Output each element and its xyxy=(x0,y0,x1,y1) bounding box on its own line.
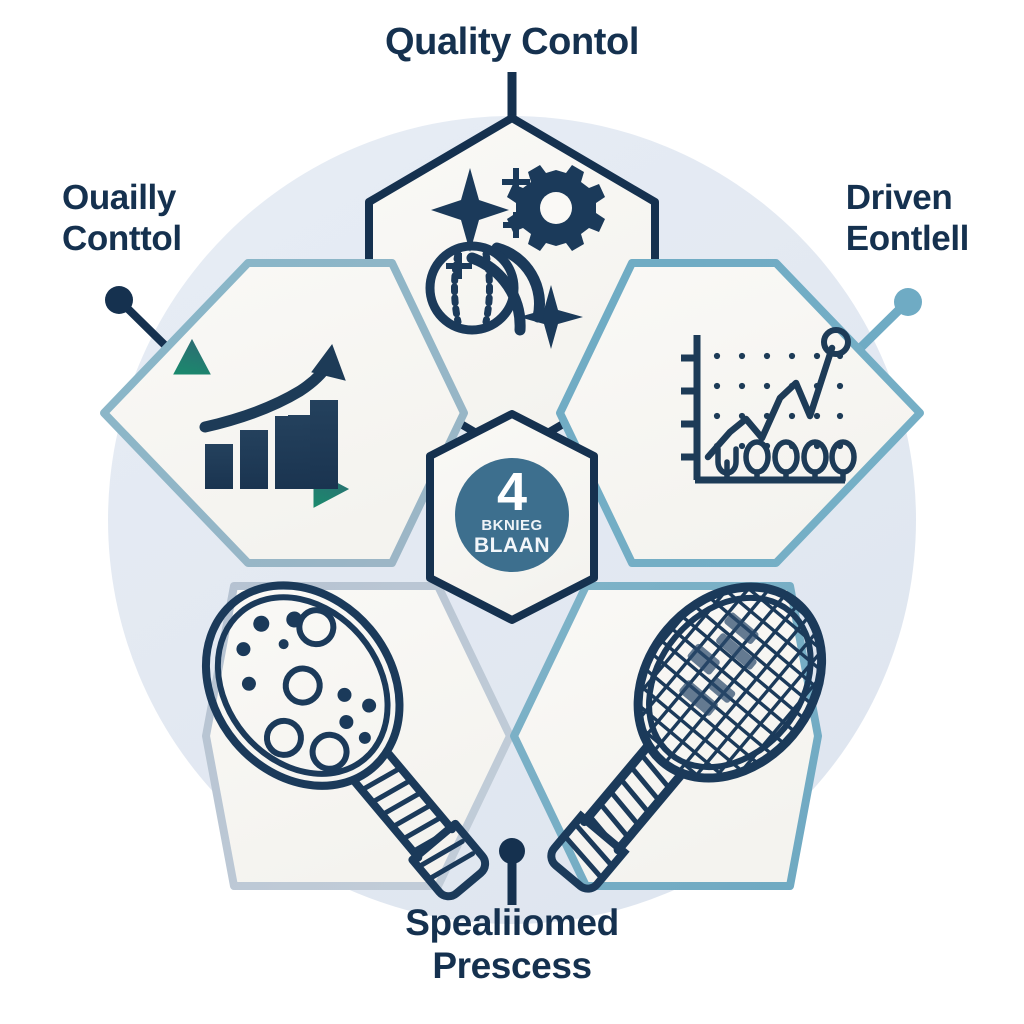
line-chart-dotted-grid-icon xyxy=(681,327,857,484)
sparkle-gear-ball-icon xyxy=(425,165,605,349)
hexagon-right[interactable] xyxy=(556,259,924,567)
label-driven-eontlell: Driven Eontlell xyxy=(845,178,970,258)
connector-bottom xyxy=(499,838,525,905)
label-ouailly-conttol: Ouailly Conttol xyxy=(62,178,182,258)
label-quality-contol: Quality Contol xyxy=(384,21,640,63)
bar-chart-growth-icon xyxy=(173,338,350,508)
badge-line1: BKNIEG xyxy=(481,517,542,534)
badge-line2: BLAAN xyxy=(474,534,550,557)
pickleball-paddle-icon xyxy=(201,581,490,901)
tennis-racket-icon xyxy=(547,550,860,893)
center-badge[interactable]: 4 BKNIEG BLAAN xyxy=(455,458,569,572)
data-line xyxy=(704,344,836,461)
label-spealiiomed-prescess: Spealiiomed Prescess xyxy=(405,902,619,986)
badge-number: 4 xyxy=(497,462,527,522)
